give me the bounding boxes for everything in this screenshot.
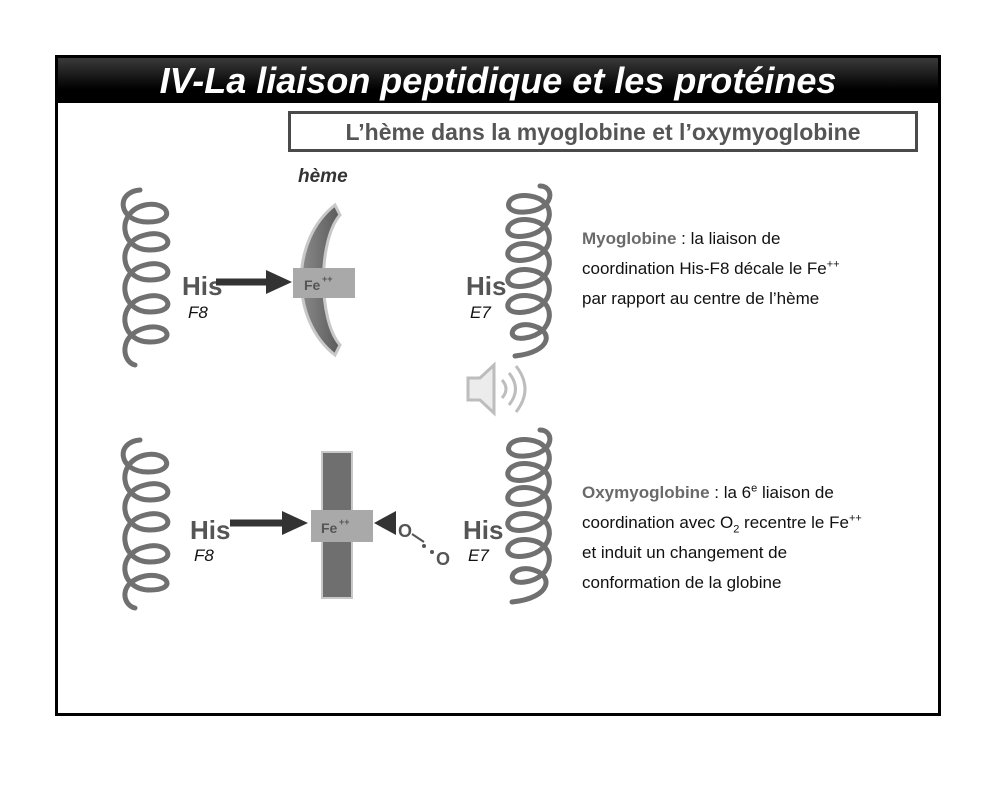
- o2-coordination-arrow: [374, 511, 396, 535]
- oxy-fe-charge: ++: [848, 512, 862, 525]
- fe-bottom-label: Fe: [321, 520, 338, 536]
- speaker-icon[interactable]: [466, 361, 527, 417]
- his-e7-top-label: His: [466, 271, 506, 301]
- his-f8-bottom-sub: F8: [194, 546, 214, 565]
- his-f8-top-sub: F8: [188, 303, 208, 322]
- o2-atom-a: O: [398, 521, 412, 541]
- oxy-line4: conformation de la globine: [582, 573, 782, 592]
- myoglobine-term: Myoglobine: [582, 229, 677, 248]
- his-e7-bottom-sub: E7: [468, 546, 489, 565]
- subtitle-box: L’hème dans la myoglobine et l’oxymyoglo…: [288, 111, 918, 152]
- oxy-line3: et induit un changement de: [582, 543, 788, 562]
- heme-label: hème: [298, 166, 348, 187]
- his-f8-top-label: His: [182, 271, 222, 301]
- helix-e7-top: [505, 183, 553, 359]
- oxy-line1b: liaison de: [757, 483, 834, 502]
- oxymyoglobine-term: Oxymyoglobine: [582, 483, 710, 502]
- his-f8-bottom-label: His: [190, 515, 230, 545]
- fe-top-charge: ++: [322, 274, 333, 284]
- o2-molecule: O O: [398, 521, 450, 569]
- o2-atom-b: O: [436, 549, 450, 569]
- fe-box-bottom: [311, 510, 373, 542]
- oxy-line2b: recentre le Fe: [739, 513, 849, 532]
- slide: IV-La liaison peptidique et les protéine…: [55, 55, 941, 716]
- coordination-arrow-bottom-left: [230, 511, 308, 535]
- oxy-sup-e: e: [751, 482, 758, 495]
- his-e7-top-sub: E7: [470, 303, 491, 322]
- oxy-line2a: coordination avec O: [582, 513, 734, 532]
- myo-fe-charge: ++: [826, 258, 840, 271]
- myoglobine-description: Myoglobine : la liaison de coordination …: [582, 224, 922, 314]
- fe-box-top: [293, 268, 355, 298]
- fe-top-label: Fe: [304, 277, 321, 293]
- coordination-arrow-top: [216, 270, 292, 294]
- oxymyoglobine-description: Oxymyoglobine : la 6e liaison de coordin…: [582, 478, 922, 598]
- title-bar: IV-La liaison peptidique et les protéine…: [58, 58, 938, 103]
- oxy-o2-sub: 2: [733, 523, 740, 536]
- myo-line2: coordination His-F8 décale le Fe: [582, 259, 827, 278]
- his-e7-bottom-label: His: [463, 515, 503, 545]
- helix-f8-top: [120, 187, 171, 368]
- slide-title: IV-La liaison peptidique et les protéine…: [159, 60, 837, 101]
- oxy-line1a: : la 6: [709, 483, 752, 502]
- myo-line3: par rapport au centre de l’hème: [582, 289, 820, 308]
- fe-bottom-charge: ++: [339, 517, 350, 527]
- helix-f8-bottom: [120, 437, 171, 611]
- myo-line1: : la liaison de: [676, 229, 781, 248]
- slide-subtitle: L’hème dans la myoglobine et l’oxymyoglo…: [345, 119, 861, 145]
- helix-e7-bottom: [505, 427, 553, 605]
